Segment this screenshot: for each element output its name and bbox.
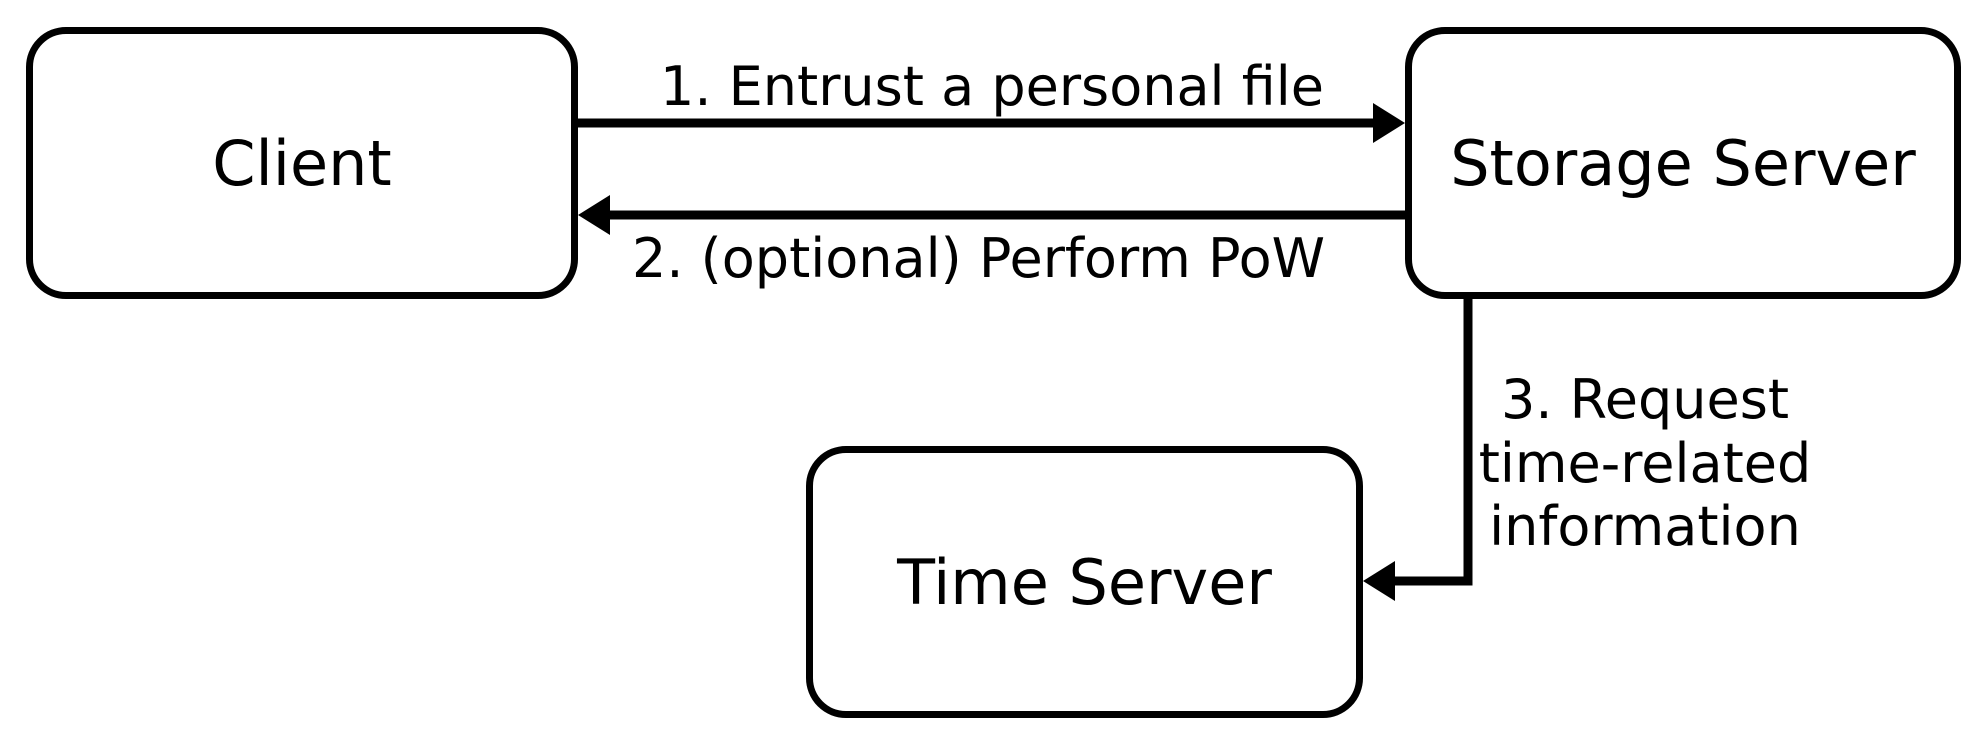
edge-label-request-time-line-1: 3. Request (1500, 368, 1790, 431)
edge-label-request-time-line-2: time-related (1478, 431, 1812, 495)
arrow-request-time (1363, 299, 1473, 601)
storage-server-node: Storage Server (1405, 27, 1961, 299)
client-label: Client (212, 126, 392, 200)
client-node: Client (26, 27, 578, 299)
edge-label-request-time-line-3: information (1489, 495, 1801, 559)
edge-label-entrust: 1. Entrust a personal file (660, 55, 1324, 118)
time-server-node: Time Server (806, 446, 1363, 718)
edge-label-perform-pow: 2. (optional) Perform PoW (632, 227, 1326, 290)
storage-server-label: Storage Server (1450, 126, 1916, 200)
edge-label-request-time: 3. Request time-related information (1465, 368, 1825, 559)
time-server-label: Time Server (897, 545, 1272, 619)
